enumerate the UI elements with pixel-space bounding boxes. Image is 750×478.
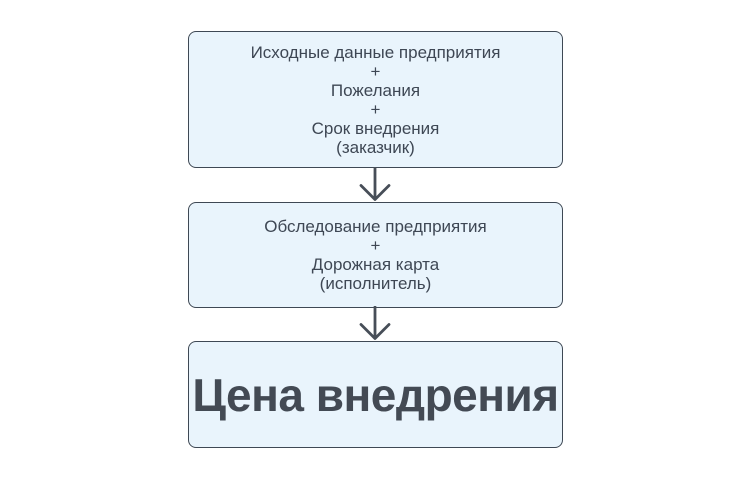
node-text-line: Обследование предприятия	[264, 217, 487, 236]
node-customer-inputs: Исходные данные предприятия + Пожелания …	[188, 31, 563, 168]
down-arrow-icon	[359, 167, 391, 201]
result-title: Цена внедрения	[192, 368, 559, 421]
node-text-line: Пожелания	[330, 80, 421, 100]
plus-separator: +	[370, 236, 381, 255]
node-text-line: (заказчик)	[336, 137, 415, 157]
node-text-line: Исходные данные предприятия	[250, 42, 501, 62]
plus-separator: +	[370, 99, 381, 119]
node-contractor-work: Обследование предприятия + Дорожная карт…	[188, 202, 563, 308]
node-text-line: Дорожная карта	[311, 255, 440, 274]
plus-separator: +	[370, 61, 381, 81]
node-text-line: Срок внедрения	[311, 118, 440, 138]
node-text-line: (исполнитель)	[319, 274, 432, 293]
node-implementation-price: Цена внедрения	[188, 341, 563, 448]
down-arrow-icon	[359, 306, 391, 340]
